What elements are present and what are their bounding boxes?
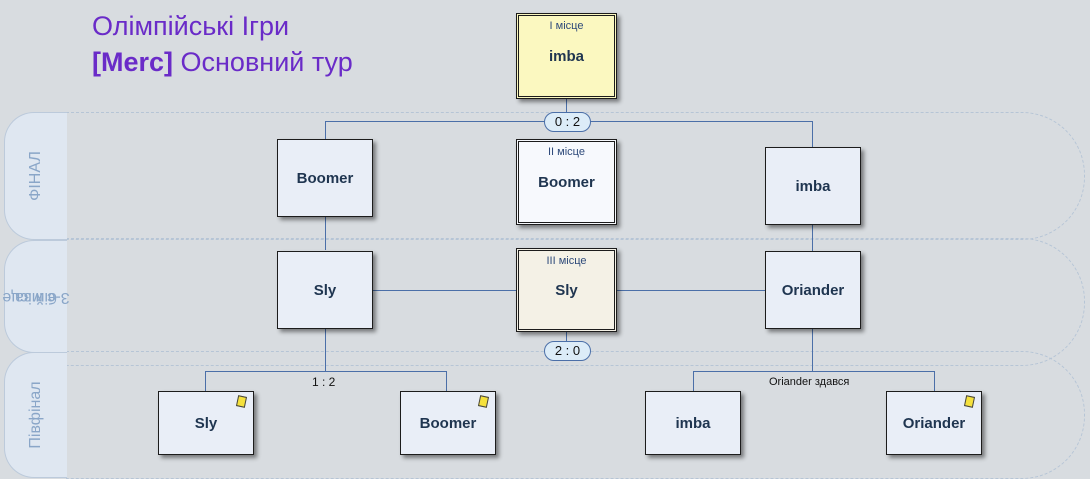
tournament-title: Олімпійські Ігри [Merc] Основний тур bbox=[92, 8, 353, 80]
note-icon bbox=[235, 395, 248, 408]
lane-third-place bbox=[66, 238, 1085, 366]
second-place-box[interactable]: II місце Boomer bbox=[516, 139, 617, 225]
title-line2: [Merc] Основний тур bbox=[92, 44, 353, 80]
third-score-badge: 2 : 0 bbox=[544, 341, 591, 361]
connector bbox=[812, 329, 813, 371]
connector bbox=[693, 371, 694, 391]
third-place-caption: III місце bbox=[546, 255, 587, 267]
connector bbox=[325, 216, 326, 250]
semi2-result: Oriander здався bbox=[769, 376, 850, 388]
first-place-box[interactable]: I місце imba bbox=[516, 13, 617, 99]
player-name: Oriander bbox=[902, 414, 966, 432]
round-label-final: ФІНАЛ bbox=[27, 151, 44, 201]
third-left-player[interactable]: Sly bbox=[277, 251, 373, 329]
semi1-player1[interactable]: Sly bbox=[158, 391, 254, 455]
third-right-player[interactable]: Oriander bbox=[765, 251, 861, 329]
note-icon bbox=[477, 395, 490, 408]
round-tab-semifinal: Півфінал bbox=[4, 352, 67, 478]
round-label-semifinal: Півфінал bbox=[27, 381, 44, 449]
title-line2-rest: Основний тур bbox=[173, 47, 353, 77]
connector bbox=[205, 371, 206, 391]
player-name: imba bbox=[795, 177, 831, 195]
connector bbox=[617, 290, 765, 291]
final-left-player[interactable]: Boomer bbox=[277, 139, 373, 217]
first-place-caption: I місце bbox=[549, 20, 584, 32]
connector bbox=[934, 371, 935, 391]
player-name: Sly bbox=[313, 281, 337, 299]
semi1-result: 1 : 2 bbox=[312, 375, 336, 389]
clan-tag: [Merc] bbox=[92, 47, 174, 77]
connector bbox=[693, 371, 935, 372]
player-name: Sly bbox=[194, 414, 218, 432]
semi2-player2[interactable]: Oriander bbox=[886, 391, 982, 455]
note-icon bbox=[963, 395, 976, 408]
semi2-player1[interactable]: imba bbox=[645, 391, 741, 455]
player-name: Oriander bbox=[781, 281, 845, 299]
title-line1: Олімпійські Ігри bbox=[92, 11, 290, 41]
player-name: Boomer bbox=[296, 169, 354, 187]
connector bbox=[812, 224, 813, 251]
round-label-third-line2: 3-є місце bbox=[2, 288, 70, 306]
connector bbox=[205, 371, 447, 372]
connector bbox=[325, 121, 326, 139]
final-right-player[interactable]: imba bbox=[765, 147, 861, 225]
connector bbox=[373, 290, 517, 291]
final-score-badge: 0 : 2 bbox=[544, 112, 591, 132]
semi1-player2[interactable]: Boomer bbox=[400, 391, 496, 455]
player-name: Boomer bbox=[419, 414, 477, 432]
third-place-box[interactable]: III місце Sly bbox=[516, 248, 617, 332]
second-place-name: Boomer bbox=[538, 173, 595, 191]
player-name: imba bbox=[675, 414, 711, 432]
second-place-caption: II місце bbox=[548, 146, 585, 158]
first-place-name: imba bbox=[548, 47, 584, 65]
connector bbox=[325, 329, 326, 371]
connector bbox=[566, 330, 567, 342]
connector bbox=[566, 96, 567, 122]
connector bbox=[812, 121, 813, 147]
third-place-name: Sly bbox=[555, 281, 578, 299]
connector bbox=[446, 371, 447, 391]
round-tab-final: ФІНАЛ bbox=[4, 112, 67, 240]
